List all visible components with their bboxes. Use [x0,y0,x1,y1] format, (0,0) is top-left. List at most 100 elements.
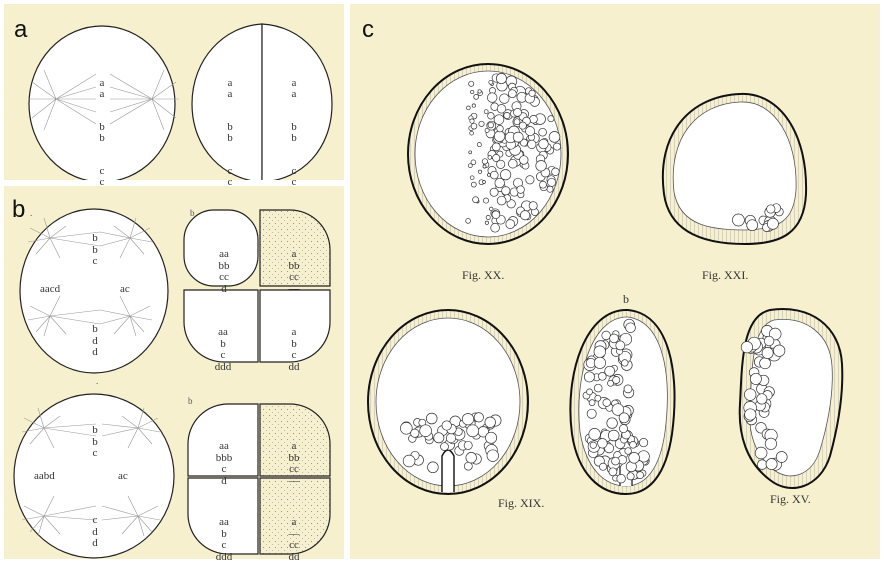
yolk-cell [434,433,444,443]
yolk-cell [598,439,608,449]
yolk-cell [520,156,529,165]
yolk-cell [626,323,636,333]
yolk-cell [420,425,432,437]
yolk-cell [487,93,497,103]
yolk-cell [624,385,632,393]
yolk-cell [552,168,560,176]
yolk-cell [489,207,493,211]
yolk-cell [767,205,775,213]
yolk-cell [594,346,606,358]
yolk-cell [639,438,647,446]
fig-xv-embryo [740,309,843,488]
yolk-cell [513,132,523,142]
yolk-cell [477,143,481,147]
yolk-cell [625,448,632,455]
upper-q-bottom-right: abcdd [282,304,306,396]
yolk-cell [464,462,472,470]
yolk-cell [411,429,419,437]
yolk-cell [491,223,500,232]
yolk-cell [619,413,629,423]
yolk-cell [602,331,611,340]
yolk-cell [548,178,556,186]
yolk-cell [470,176,474,180]
yolk-cell [607,418,618,429]
fig-xv-caption: Fig. XV. [770,492,811,507]
yolk-cell [502,187,510,195]
yolk-cell [500,94,510,104]
yolk-cell [484,110,488,114]
yolk-cell [488,113,495,120]
lower-spindle-top: bbc [88,402,102,483]
yolk-cell [478,90,481,93]
yolk-cell [488,122,494,128]
yolk-cell [468,164,472,168]
yolk-cell [747,220,758,231]
yolk-cell [466,452,477,463]
yolk-cell [612,457,620,465]
yolk-cell [478,170,481,173]
yolk-cell [494,115,504,125]
yolk-cell [750,373,761,384]
yolk-cell [766,459,777,470]
yolk-cell [637,472,644,479]
yolk-cell [529,90,535,96]
yolk-cell [428,462,439,473]
panel-c: c [350,4,880,559]
yolk-cell [745,409,756,420]
yolk-cell [610,334,619,343]
yolk-cell [587,389,593,395]
yolk-cell [462,414,473,425]
yolk-cell [622,360,629,367]
yolk-cell [530,115,538,123]
lower-q-bottom-left: aabcddd [210,494,238,586]
yolk-cell [539,139,549,149]
yolk-cell [496,73,506,83]
yolk-cell [467,425,479,437]
yolk-cell [492,143,500,151]
yolk-cell [755,447,767,459]
yolk-cell [426,413,437,424]
yolk-cell [403,455,415,467]
yolk-cell [441,443,449,451]
yolk-cell [514,119,520,125]
yolk-cell [609,468,617,476]
yolk-cell [539,128,547,136]
panel-a: a aa bb cc dd aa bb cc dd aa bb cc dd [4,4,344,180]
yolk-cell [483,181,486,184]
yolk-cell [474,413,483,422]
yolk-cell [482,159,487,164]
yolk-cell [762,347,773,358]
yolk-cell [508,90,516,98]
fig-xix-caption: Fig. XIX. [498,496,544,511]
yolk-cell [529,202,537,210]
yolk-cell [776,452,787,463]
yolk-cell [536,161,547,172]
yolk-cell [774,345,785,356]
yolk-cell [616,341,625,350]
yolk-cell [485,417,496,428]
yolk-cell [765,438,776,449]
yolk-cell [520,211,529,220]
yolk-cell [479,121,484,126]
yolk-cell [526,176,534,184]
panel-b: b . . b b [4,186,344,559]
yolk-cell [744,389,756,401]
yolk-cell [486,215,490,219]
fig-b-embryo [570,310,674,494]
yolk-cell [590,442,596,448]
yolk-cell [472,104,475,107]
upper-left-group: aacd [40,284,60,296]
yolk-cell [540,181,547,188]
yolk-cell [549,132,560,143]
yolk-cell [474,94,479,99]
yolk-cell [757,394,767,404]
yolk-cell [483,198,488,203]
yolk-cell [528,140,536,148]
yolk-cell [619,425,627,433]
yolk-cell [495,178,505,188]
yolk-cell [492,211,500,219]
yolk-cell [600,463,607,470]
